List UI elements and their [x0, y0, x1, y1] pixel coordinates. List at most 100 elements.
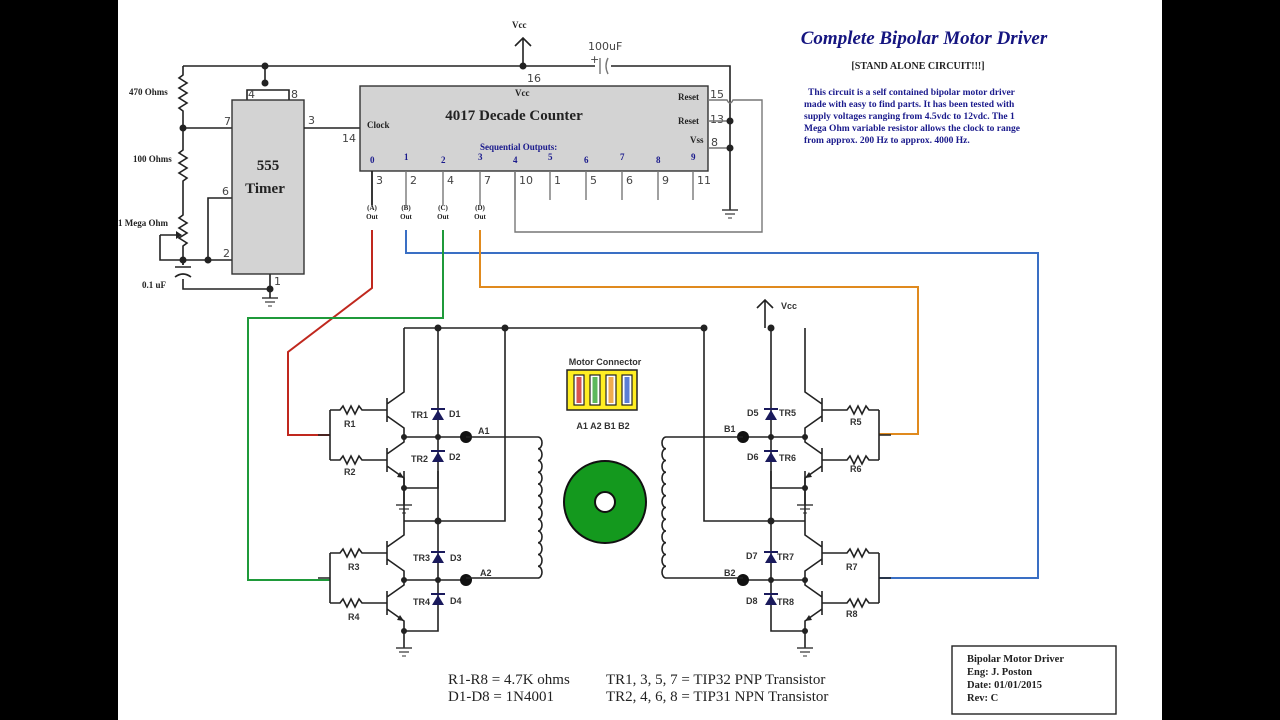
note-diodes: D1-D8 = 1N4001 — [448, 689, 554, 705]
counter-pin-number: 7 — [484, 174, 491, 187]
wire-out-a — [287, 230, 373, 436]
output-number: 3 — [478, 152, 483, 162]
svg-text:8: 8 — [711, 136, 718, 149]
svg-text:6: 6 — [222, 185, 229, 198]
output-number: 8 — [656, 155, 661, 165]
svg-text:TR5: TR5 — [779, 408, 796, 418]
counter-pin-number: 3 — [376, 174, 383, 187]
motor-connector-pins-label: A1 A2 B1 B2 — [576, 421, 629, 431]
svg-text:D6: D6 — [747, 452, 759, 462]
label-cap-0-1uf: 0.1 uF — [142, 280, 167, 290]
title-block — [951, 645, 1117, 715]
description-line: Mega Ohm variable resistor allows the cl… — [804, 124, 1020, 134]
title-block-date: Date: 01/01/2015 — [967, 680, 1042, 691]
title-block-eng: Eng: J. Poston — [967, 667, 1032, 678]
output-number: 1 — [404, 152, 409, 162]
description-line: made with easy to find parts. It has bee… — [804, 100, 1015, 110]
svg-text:D1: D1 — [449, 409, 461, 419]
svg-text:D2: D2 — [449, 452, 461, 462]
output-tag-d: (D) — [475, 204, 485, 212]
decade-counter-4017-chip — [359, 85, 709, 172]
note-npn: TR2, 4, 6, 8 = TIP31 NPN Transistor — [606, 689, 828, 705]
svg-text:D5: D5 — [747, 408, 759, 418]
output-tag-b: (B) — [401, 204, 411, 212]
svg-text:R8: R8 — [846, 609, 858, 619]
svg-text:R5: R5 — [850, 417, 862, 427]
svg-text:1: 1 — [274, 275, 281, 288]
svg-text:TR8: TR8 — [777, 597, 794, 607]
svg-text:13: 13 — [710, 113, 724, 126]
svg-text:D8: D8 — [746, 596, 758, 606]
title-block-name: Bipolar Motor Driver — [967, 654, 1064, 665]
svg-text:Reset: Reset — [678, 92, 699, 102]
output-label-d: Out — [474, 213, 486, 221]
wire-out-d — [479, 230, 919, 435]
svg-text:14: 14 — [342, 132, 356, 145]
svg-text:D4: D4 — [450, 596, 462, 606]
svg-text:R3: R3 — [348, 562, 360, 572]
description-line: from approx. 200 Hz to approx. 4000 Hz. — [804, 136, 970, 146]
description-line: This circuit is a self contained bipolar… — [808, 88, 1016, 98]
output-number: 6 — [584, 155, 589, 165]
counter-pin-number: 6 — [626, 174, 633, 187]
svg-text:8: 8 — [291, 88, 298, 101]
svg-text:15: 15 — [710, 88, 724, 101]
note-pnp: TR1, 3, 5, 7 = TIP32 PNP Transistor — [606, 672, 825, 688]
output-tag-c: (C) — [438, 204, 448, 212]
svg-text:R2: R2 — [344, 467, 356, 477]
svg-text:R1: R1 — [344, 419, 356, 429]
page-title: Complete Bipolar Motor Driver — [801, 28, 1048, 49]
svg-text:16: 16 — [527, 72, 541, 85]
counter-title: 4017 Decade Counter — [445, 108, 583, 124]
counter-pin-number: 11 — [697, 174, 711, 187]
wire-out-b — [405, 230, 1039, 579]
half-bridge-a2 — [318, 471, 472, 656]
timer-subtitle: Timer — [245, 181, 285, 197]
half-bridge-b1 — [737, 328, 891, 513]
svg-text:A2: A2 — [480, 568, 492, 578]
supply-rail — [183, 65, 731, 210]
output-number: 5 — [548, 152, 553, 162]
label-470-ohms: 470 Ohms — [129, 87, 168, 97]
output-label-a: Out — [366, 213, 378, 221]
output-number: 4 — [513, 155, 518, 165]
svg-text:Vss: Vss — [690, 135, 704, 145]
output-number: 0 — [370, 155, 375, 165]
output-number: 7 — [620, 152, 625, 162]
svg-text:4: 4 — [248, 88, 255, 101]
svg-text:Clock: Clock — [367, 120, 390, 130]
svg-text:TR7: TR7 — [777, 552, 794, 562]
motor-connector-title: Motor Connector — [569, 357, 642, 367]
timer-555-chip — [231, 99, 305, 275]
svg-text:+: + — [590, 53, 599, 66]
half-bridge-b2 — [737, 471, 891, 656]
svg-text:D7: D7 — [746, 551, 758, 561]
svg-text:B1: B1 — [724, 424, 736, 434]
svg-text:R4: R4 — [348, 612, 360, 622]
ground-icon — [721, 209, 739, 219]
svg-text:TR2: TR2 — [411, 454, 428, 464]
bulk-cap-label: 100uF — [588, 40, 622, 53]
svg-text:TR6: TR6 — [779, 453, 796, 463]
svg-text:R7: R7 — [846, 562, 858, 572]
title-block-rev: Rev: C — [967, 693, 998, 704]
label-1-mega-ohm: 1 Mega Ohm — [118, 218, 168, 228]
vcc-top-label: Vcc — [512, 20, 527, 30]
page-subtitle: [STAND ALONE CIRCUIT!!!] — [851, 61, 984, 72]
svg-text:2: 2 — [223, 247, 230, 260]
counter-pin-number: 9 — [662, 174, 669, 187]
svg-text:Reset: Reset — [678, 116, 699, 126]
svg-text:TR1: TR1 — [411, 410, 428, 420]
motor-coil-b — [661, 436, 743, 579]
svg-text:TR3: TR3 — [413, 553, 430, 563]
half-bridge-a1 — [318, 328, 472, 513]
svg-text:Sequential Outputs:: Sequential Outputs: — [480, 142, 557, 152]
output-tag-a: (A) — [367, 204, 377, 212]
output-label-b: Out — [400, 213, 412, 221]
motor-coil-a — [466, 436, 543, 579]
svg-text:TR4: TR4 — [413, 597, 430, 607]
svg-text:3: 3 — [308, 114, 315, 127]
svg-text:B2: B2 — [724, 568, 736, 578]
svg-text:R6: R6 — [850, 464, 862, 474]
output-label-c: Out — [437, 213, 449, 221]
